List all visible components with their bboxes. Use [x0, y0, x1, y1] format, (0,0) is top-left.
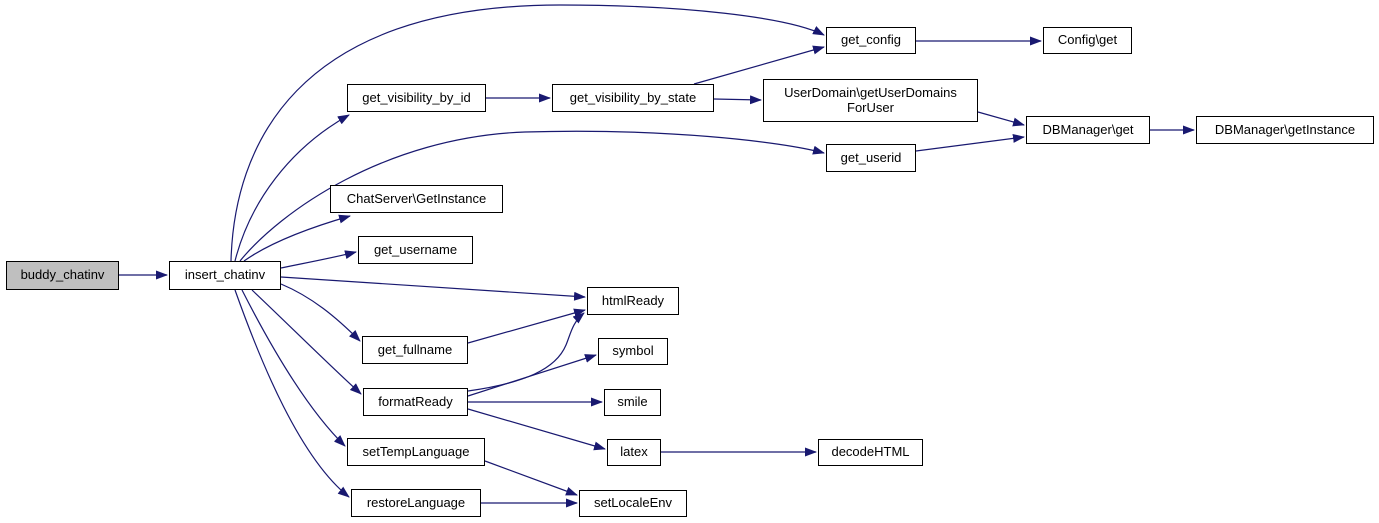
edge-userdomain_getuserdomainsforuser-to-dbmanager_get [977, 111, 1025, 127]
edge-insert_chatinv-to-get_userid [239, 130, 825, 262]
node-symbol[interactable]: symbol [598, 338, 668, 365]
edge-insert_chatinv-to-htmlready [280, 276, 586, 301]
node-restorelanguage[interactable]: restoreLanguage [351, 489, 481, 517]
edge-insert_chatinv-to-chatserver_getinstance [243, 214, 351, 262]
edge-get_visibility_by_state-to-get_config [693, 45, 825, 85]
node-insert_chatinv[interactable]: insert_chatinv [169, 261, 281, 290]
edge-formatready-to-symbol [467, 354, 597, 397]
node-get_visibility_by_id[interactable]: get_visibility_by_id [347, 84, 486, 112]
node-get_userid[interactable]: get_userid [826, 144, 916, 172]
edge-group [119, 4, 1195, 508]
node-buddy_chatinv: buddy_chatinv [6, 261, 119, 290]
node-get_visibility_by_state[interactable]: get_visibility_by_state [552, 84, 714, 112]
node-dbmanager_getinstance[interactable]: DBManager\getInstance [1196, 116, 1374, 144]
node-smile[interactable]: smile [604, 389, 661, 416]
edge-insert_chatinv-to-formatready [251, 289, 362, 395]
edge-get_userid-to-dbmanager_get [915, 133, 1025, 152]
node-userdomain_getuserdomainsforuser[interactable]: UserDomain\getUserDomains ForUser [763, 79, 978, 122]
node-htmlready[interactable]: htmlReady [587, 287, 679, 315]
node-settemplanguage[interactable]: setTempLanguage [347, 438, 485, 466]
node-setlocaleenv[interactable]: setLocaleEnv [579, 490, 687, 517]
edge-get_visibility_by_state-to-userdomain_getuserdomainsforuser [713, 95, 762, 105]
node-config_get[interactable]: Config\get [1043, 27, 1132, 54]
edge-settemplanguage-to-setlocaleenv [484, 460, 578, 496]
node-chatserver_getinstance[interactable]: ChatServer\GetInstance [330, 185, 503, 213]
node-get_config[interactable]: get_config [826, 27, 916, 54]
node-latex[interactable]: latex [607, 439, 661, 466]
node-formatready[interactable]: formatReady [363, 388, 468, 416]
edge-formatready-to-htmlready [467, 312, 585, 392]
edge-insert_chatinv-to-settemplanguage [241, 289, 346, 447]
node-decodehtml[interactable]: decodeHTML [818, 439, 923, 466]
node-get_fullname[interactable]: get_fullname [362, 336, 468, 364]
node-dbmanager_get[interactable]: DBManager\get [1026, 116, 1150, 144]
edge-insert_chatinv-to-get_visibility_by_id [234, 114, 350, 262]
edge-insert_chatinv-to-get_fullname [280, 283, 361, 342]
edge-insert_chatinv-to-get_username [280, 250, 357, 269]
edge-get_fullname-to-htmlready [467, 308, 586, 344]
node-get_username[interactable]: get_username [358, 236, 473, 264]
edge-insert_chatinv-to-get_config [230, 4, 825, 262]
edge-insert_chatinv-to-restorelanguage [234, 289, 350, 498]
edge-formatready-to-latex [467, 408, 606, 451]
